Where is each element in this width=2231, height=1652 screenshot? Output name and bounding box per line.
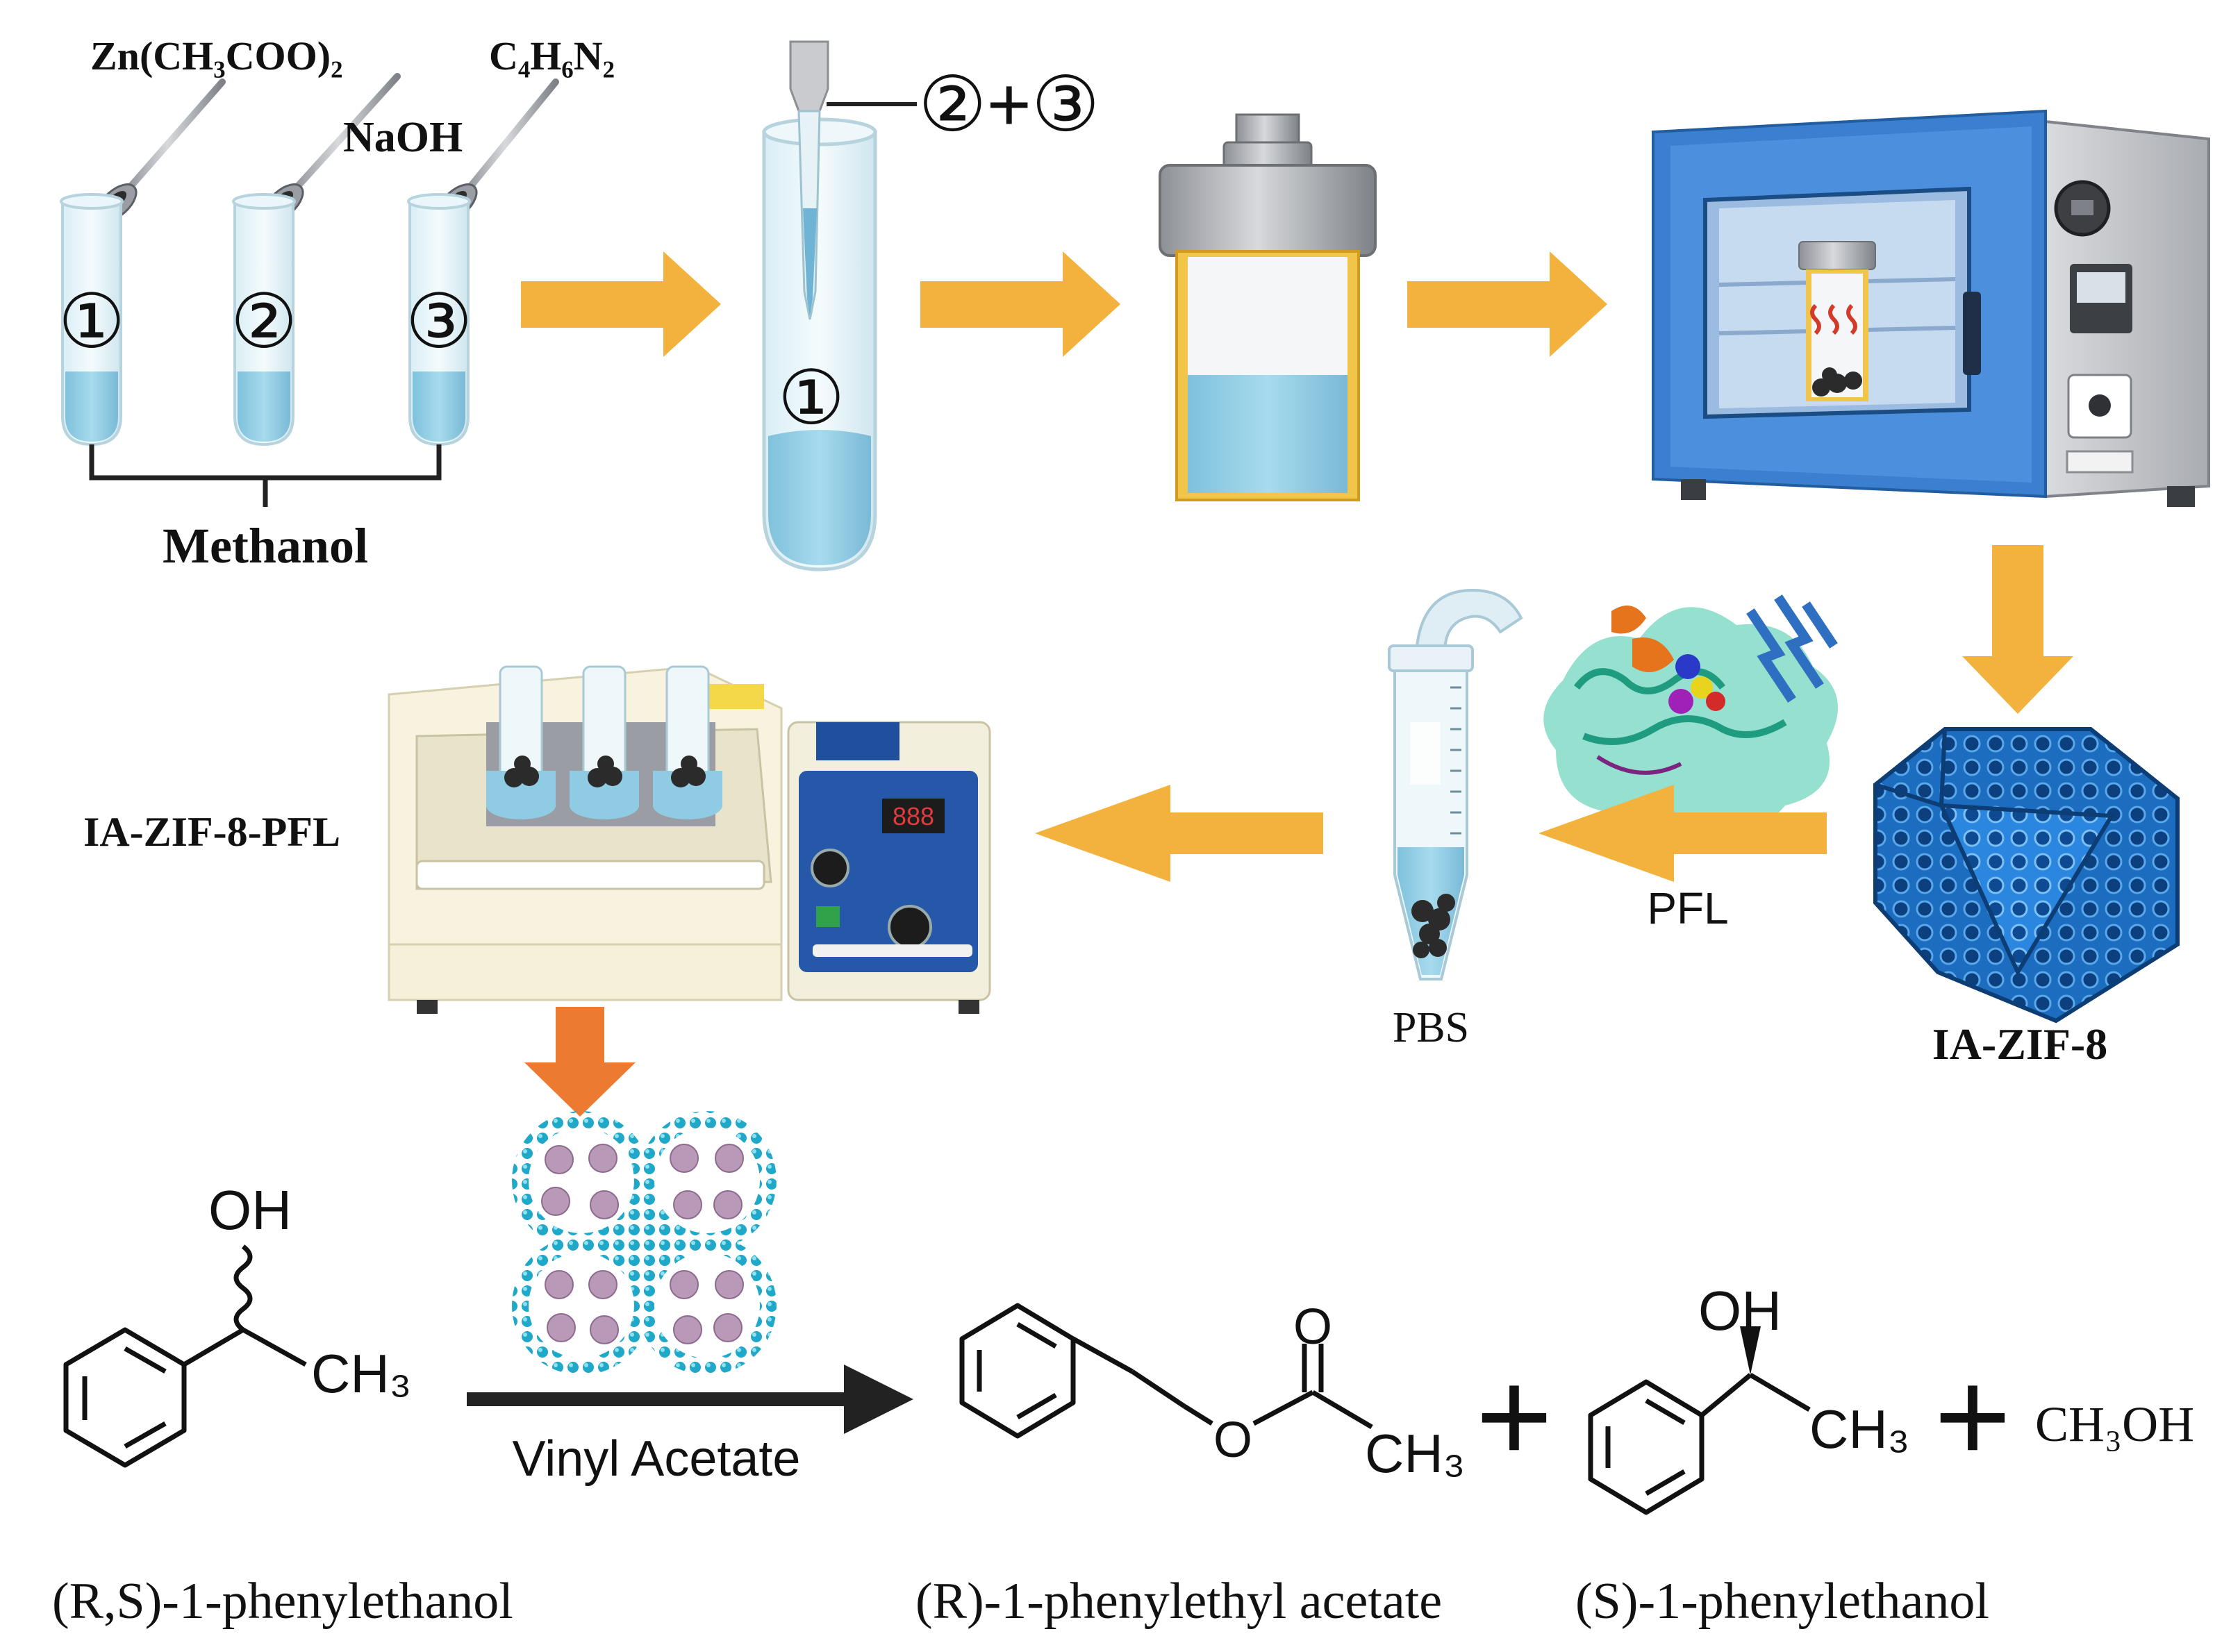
- arrow-right-1: [521, 251, 721, 357]
- controller-display: 888: [893, 802, 934, 831]
- ia-zif8-pfl-label: IA-ZIF-8-PFL: [83, 809, 340, 855]
- reaction-arrow: [467, 1365, 913, 1434]
- product1-structure: [959, 1303, 1373, 1439]
- drying-oven: [1652, 109, 2210, 507]
- ia-zif8-label: IA-ZIF-8: [1932, 1019, 2107, 1069]
- product1-ch3: CH₃: [1365, 1423, 1465, 1484]
- shaker-incubator: 888: [388, 665, 991, 1014]
- tube-2-label: ②: [231, 279, 298, 363]
- mixing-tube: ②+③ ①: [762, 40, 1100, 571]
- product2-structure: [1588, 1372, 1811, 1515]
- arrow-left-shaker: [1035, 785, 1323, 882]
- product2-oh: OH: [1698, 1280, 1782, 1342]
- naoh-label: NaOH: [343, 114, 463, 161]
- tube-3: [407, 193, 471, 447]
- reagent-tubes: ① ② ③ Zn(CH₃COO)₂ C₄H₆N₂ NaOH Methanol: [58, 33, 615, 574]
- autoclave-reactor: [1159, 113, 1377, 501]
- arrow-left-pfl: [1539, 785, 1827, 882]
- pbs-label: PBS: [1393, 1004, 1469, 1051]
- product2-ch3: CH₃: [1809, 1399, 1909, 1460]
- arrow-right-3: [1407, 251, 1607, 357]
- ia-zif8-crystal: [1873, 727, 2180, 1024]
- product1-o-carbonyl: O: [1293, 1299, 1332, 1355]
- methanol-bracket: [89, 444, 442, 507]
- tube-3-label: ③: [406, 279, 473, 363]
- shaker-tubes: [486, 665, 722, 819]
- plus-2: +: [1934, 1343, 2012, 1490]
- substrate-oh: OH: [208, 1179, 292, 1241]
- product1-name: (R)-1-phenylethyl acetate: [915, 1573, 1442, 1630]
- pfl-label: PFL: [1647, 883, 1728, 933]
- pipette-label: ②+③: [918, 62, 1100, 147]
- product1-o-ester: O: [1213, 1412, 1252, 1468]
- arrow-down-shaker: [524, 1007, 636, 1117]
- imidazole-label: C₄H₆N₂: [489, 33, 615, 78]
- mix-tube-label: ①: [778, 356, 845, 440]
- zinc-acetate-label: Zn(CH₃COO)₂: [90, 33, 342, 78]
- tube-1: [60, 193, 124, 447]
- product2-name: (S)-1-phenylethanol: [1575, 1573, 1989, 1630]
- arrow-right-2: [920, 251, 1120, 357]
- reaction-condition: Vinyl Acetate: [513, 1431, 801, 1487]
- substrate-structure: [63, 1244, 307, 1468]
- pipette: [789, 40, 917, 320]
- substrate-name: (R,S)-1-phenylethanol: [52, 1573, 513, 1630]
- arrow-down-oven: [1962, 545, 2073, 714]
- pfl-enzyme-structure: [1543, 594, 1838, 832]
- methanol-label: Methanol: [163, 518, 368, 574]
- tube-1-label: ①: [58, 279, 126, 363]
- substrate-ch3: CH₃: [311, 1343, 411, 1404]
- ia-zif8-pfl-particle: [512, 1111, 777, 1375]
- plus-1: +: [1476, 1343, 1553, 1490]
- methanol-product: CH₃OH: [2035, 1396, 2194, 1452]
- tube-2: [232, 193, 296, 447]
- product2-wedge-bond: [1740, 1326, 1761, 1375]
- pbs-tube: [1388, 588, 1523, 981]
